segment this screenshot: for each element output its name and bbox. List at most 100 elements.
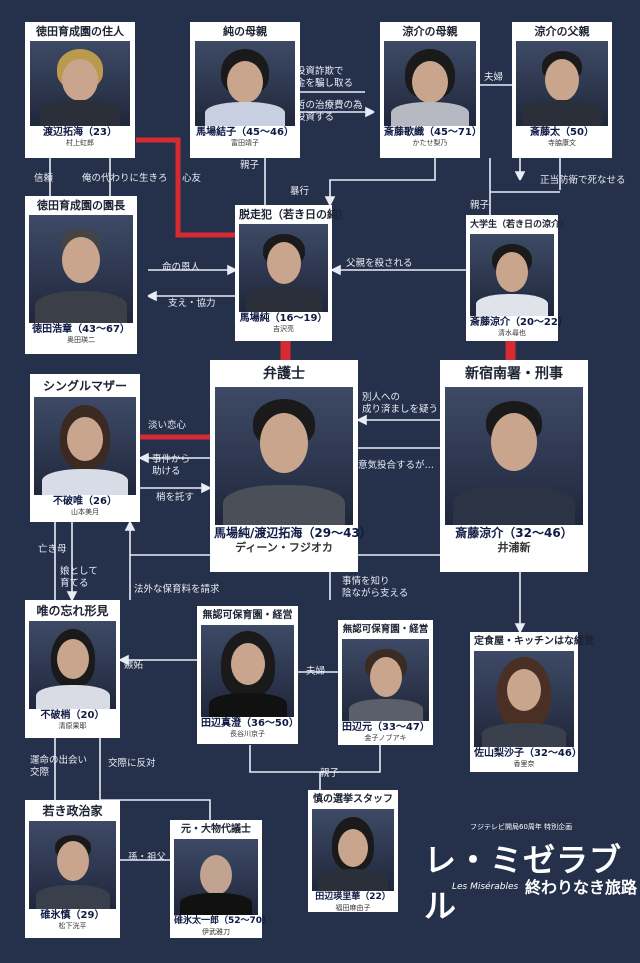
character-name: 田辺真澄（36〜50） [201, 718, 299, 729]
card-restaurant: 定食屋・キッチンはな経営 佐山梨沙子（32〜46） 香里奈 [470, 632, 594, 772]
character-name: 碓氷慎（29） [40, 910, 105, 921]
portrait-photo [29, 821, 116, 909]
label-savior: 命の恩人 [162, 262, 201, 273]
violence-line [329, 158, 436, 205]
portrait-photo [342, 639, 429, 721]
card-single-mother: シングルマザー 不破唯（26） 山本美月 [30, 374, 140, 522]
title-sub: 終わりなき旅路 [525, 878, 638, 897]
actor-name: かたせ梨乃 [412, 139, 448, 147]
card-politician: 若き政治家 碓氷慎（29） 松下洸平 [25, 800, 120, 938]
role: 徳田育成園の園長 [37, 199, 125, 212]
character-name: 不破唯（26） [53, 496, 117, 507]
label-couple1: 夫婦 [484, 72, 504, 83]
role: 無認可保育園・経営 [202, 610, 293, 621]
actor-name: 松下洸平 [58, 922, 87, 930]
role: 脱走犯（若き日の純） [239, 208, 349, 221]
card-ryosuke-mother: 涼介の母親 斎藤歌織（45〜71） かたせ梨乃 [380, 22, 482, 158]
label-parent3: 親子 [320, 768, 340, 779]
character-name: 碓氷太一郎（52〜70） [174, 916, 272, 926]
label-dead-mother: 亡き母 [38, 544, 67, 555]
label-fate: 運命の出会い 交際 [30, 755, 88, 778]
card-nursery-wife: 無認可保育園・経営 田辺真澄（36〜50） 長谷川京子 [197, 606, 299, 744]
portrait-photo [312, 809, 394, 891]
actor-name: 長谷川京子 [230, 730, 265, 738]
actor-name: 奥田瑛二 [67, 336, 95, 344]
card-detective: 新宿南署・刑事 斎藤涼介（32〜46） 井浦新 [440, 360, 588, 572]
card-staff: 慎の選挙スタッフ 田辺瑛里華（22） 福田麻由子 [308, 790, 398, 912]
character-name: 馬場結子（45〜46） [196, 127, 294, 138]
label-treatment: 哲の治療費の為 投資する [296, 100, 363, 123]
actor-name: 清水尋也 [498, 329, 526, 337]
treatment-arrow-head [365, 106, 375, 118]
portrait-photo [30, 41, 130, 126]
actor-name: 村上虹郎 [66, 139, 94, 147]
label-couple2: 夫婦 [306, 666, 326, 677]
character-name: 不破梢（20） [40, 710, 105, 721]
label-self-defense: 正当防衛で死なせる [540, 175, 626, 186]
portrait-photo [201, 625, 294, 717]
label-killed-father: 父親を殺される [346, 258, 413, 269]
label-grandparent: 孫・祖父 [128, 852, 167, 863]
role: 慎の選挙スタッフ [313, 794, 393, 805]
title-main: レ・ミゼラブル [424, 841, 623, 925]
label-raise: 娘として 育てる [60, 566, 98, 589]
character-name: 斎藤涼介（20〜22） [470, 317, 568, 328]
portrait-photo [239, 224, 328, 312]
card-former-politician: 元・大物代議士 碓氷太一郎（52〜70） 伊武雅刀 [170, 820, 272, 938]
label-trust: 信頼 [34, 173, 54, 184]
parent3-line [249, 745, 381, 773]
character-name: 馬場純/渡辺拓海（29〜43） [214, 526, 372, 540]
portrait-photo [474, 651, 574, 747]
portrait-photo [195, 41, 295, 126]
character-name: 馬場純（16〜19） [239, 313, 328, 324]
card-ryosuke-father: 涼介の父親 斎藤太（50） 寺脇康文 [512, 22, 612, 158]
close-friend-line [136, 137, 235, 238]
actor-name: 伊武雅刀 [202, 928, 230, 936]
card-jun-mother: 純の母親 馬場結子（45〜46） 富田靖子 [190, 22, 300, 158]
character-name: 田辺瑛里華（22） [315, 892, 391, 902]
label-crush: 淡い恋心 [148, 420, 187, 431]
card-fugitive: 脱走犯（若き日の純） 馬場純（16〜19） 吉沢亮 [235, 205, 349, 341]
label-support: 支え・協力 [168, 298, 216, 309]
actor-name: 金子ノブアキ [364, 734, 407, 742]
portrait-photo [29, 621, 116, 709]
label-violence: 暴行 [290, 186, 310, 197]
character-name: 斎藤涼介（32〜46） [455, 526, 573, 540]
character-name: 佐山梨沙子（32〜46） [474, 748, 582, 759]
label-live-for-me: 俺の代わりに生きろ [82, 173, 168, 184]
portrait-photo [470, 234, 554, 316]
actor-name: 香里奈 [513, 760, 535, 768]
portrait-photo [384, 41, 476, 126]
card-director: 徳田育成園の園長 徳田浩章（43〜67） 奥田瑛二 [25, 196, 137, 354]
portrait-photo [516, 41, 608, 126]
actor-name: 福田麻由子 [335, 904, 371, 912]
role: 唯の忘れ形見 [36, 604, 109, 618]
label-fraud: 投資詐欺で 金を騙し取る [296, 66, 354, 89]
role: 若き政治家 [42, 804, 103, 818]
role: 大学生（若き日の涼介） [470, 220, 570, 230]
portrait-photo [174, 839, 258, 915]
portrait-photo [445, 387, 583, 525]
actor-name: 井浦新 [497, 541, 531, 554]
label-oppose: 交際に反対 [108, 758, 156, 769]
label-close-friend: 心友 [182, 173, 202, 184]
role: 徳田育成園の住人 [36, 25, 124, 38]
role: 純の母親 [223, 25, 267, 38]
label-suspect: 別人への 成り済ましを疑う [362, 392, 439, 415]
label-jealousy: 嫉妬 [124, 660, 144, 671]
card-keepsake: 唯の忘れ形見 不破梢（20） 清原果耶 [25, 600, 120, 738]
actor-name: 清原果耶 [58, 722, 87, 730]
label-support-secret: 事情を知り 陰ながら支える [342, 576, 409, 599]
character-name: 田辺元（33〜47） [342, 722, 430, 733]
actor-name: 富田靖子 [231, 139, 259, 147]
portrait-photo [34, 397, 136, 495]
role: 弁護士 [263, 366, 305, 382]
character-name: 斎藤歌織（45〜71） [384, 127, 482, 138]
card-resident: 徳田育成園の住人 渡辺拓海（23） 村上虹郎 [25, 22, 135, 158]
role: 新宿南署・刑事 [465, 366, 563, 382]
label-illegal-fee: 法外な保育料を請求 [134, 584, 220, 595]
role: 元・大物代議士 [181, 824, 251, 835]
card-student: 大学生（若き日の涼介） 斎藤涼介（20〜22） 清水尋也 [466, 215, 570, 341]
role: 無認可保育園・経営 [342, 624, 429, 635]
label-helped: 事件から 助ける [152, 454, 191, 477]
